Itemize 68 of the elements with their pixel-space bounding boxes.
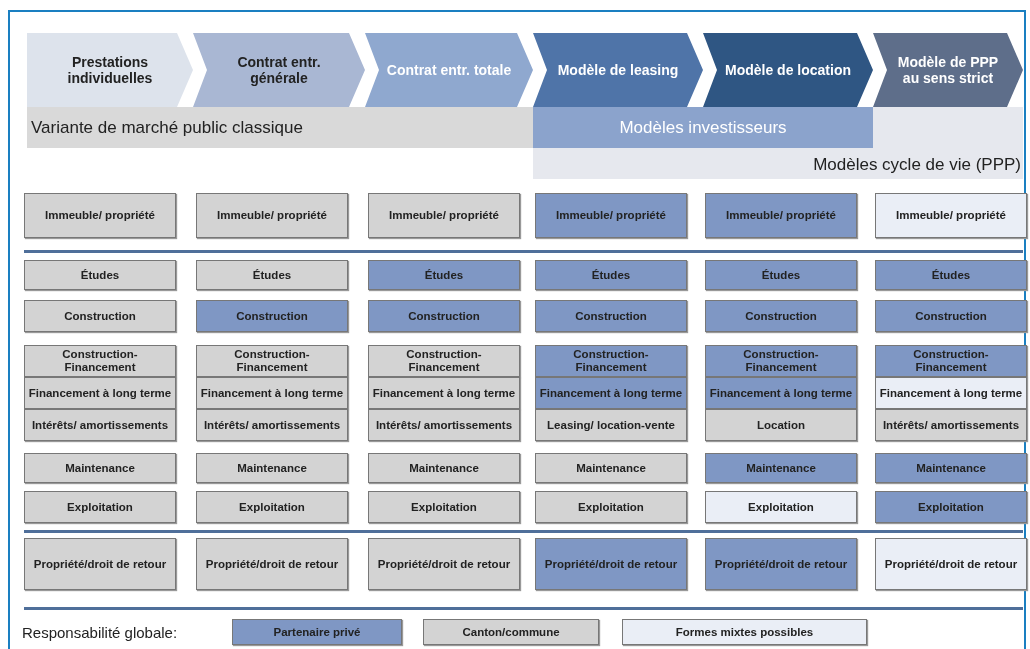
cell-box: Immeuble/ propriété [24, 193, 176, 238]
cell-box: Études [196, 260, 348, 290]
cell-box: Maintenance [875, 453, 1027, 483]
cell-box: Études [368, 260, 520, 290]
cell-box: Construction-Financement [705, 345, 857, 377]
cell-box: Études [535, 260, 687, 290]
cell-box: Études [875, 260, 1027, 290]
legend-key: Formes mixtes possibles [622, 619, 867, 645]
cell-box: Immeuble/ propriété [705, 193, 857, 238]
cell-box: Location [705, 409, 857, 441]
cell-box: Intérêts/ amortissements [24, 409, 176, 441]
cell-box: Construction [24, 300, 176, 332]
category-band: Modèles investisseurs [533, 107, 873, 148]
cell-box: Études [705, 260, 857, 290]
cell-box: Intérêts/ amortissements [196, 409, 348, 441]
cell-box: Maintenance [24, 453, 176, 483]
cell-box: Maintenance [705, 453, 857, 483]
step-header: Modèle de leasing [533, 33, 703, 107]
cell-box: Propriété/droit de retour [196, 538, 348, 590]
cell-box: Exploitation [196, 491, 348, 523]
cell-box: Construction [368, 300, 520, 332]
cell-box: Intérêts/ amortissements [875, 409, 1027, 441]
legend-key: Partenaire privé [232, 619, 402, 645]
cell-box: Immeuble/ propriété [535, 193, 687, 238]
cell-box: Propriété/droit de retour [368, 538, 520, 590]
step-header: Contrat entr. totale [365, 33, 533, 107]
cell-box: Immeuble/ propriété [875, 193, 1027, 238]
step-header: Modèle de PPP au sens strict [873, 33, 1023, 107]
cell-box: Construction-Financement [535, 345, 687, 377]
cell-box: Maintenance [196, 453, 348, 483]
cell-box: Construction [705, 300, 857, 332]
step-header: Contrat entr. générale [193, 33, 365, 107]
cell-box: Financement à long terme [875, 377, 1027, 409]
category-band [533, 107, 1023, 179]
cell-box: Construction-Financement [196, 345, 348, 377]
cell-box: Maintenance [368, 453, 520, 483]
cell-box: Construction [535, 300, 687, 332]
cell-box: Intérêts/ amortissements [368, 409, 520, 441]
cell-box: Immeuble/ propriété [196, 193, 348, 238]
legend-key: Canton/commune [423, 619, 599, 645]
cell-box: Exploitation [368, 491, 520, 523]
cell-box: Leasing/ location-vente [535, 409, 687, 441]
cell-box: Construction-Financement [875, 345, 1027, 377]
cell-box: Construction [196, 300, 348, 332]
cell-box: Financement à long terme [24, 377, 176, 409]
cell-box: Construction-Financement [368, 345, 520, 377]
cell-box: Immeuble/ propriété [368, 193, 520, 238]
cell-box: Financement à long terme [196, 377, 348, 409]
cell-box: Exploitation [24, 491, 176, 523]
cell-box: Études [24, 260, 176, 290]
cell-box: Construction-Financement [24, 345, 176, 377]
cell-box: Construction [875, 300, 1027, 332]
step-header: Prestations individuelles [27, 33, 193, 107]
cell-box: Exploitation [705, 491, 857, 523]
cell-box: Propriété/droit de retour [535, 538, 687, 590]
cell-box: Propriété/droit de retour [705, 538, 857, 590]
cell-box: Financement à long terme [368, 377, 520, 409]
cell-box: Exploitation [535, 491, 687, 523]
legend-title: Responsabilité globale: [22, 624, 178, 641]
cell-box: Financement à long terme [705, 377, 857, 409]
band-label: Modèles cycle de vie (PPP) [813, 155, 1021, 175]
cell-box: Financement à long terme [535, 377, 687, 409]
cell-box: Maintenance [535, 453, 687, 483]
step-header: Modèle de location [703, 33, 873, 107]
cell-box: Propriété/droit de retour [24, 538, 176, 590]
cell-box: Propriété/droit de retour [875, 538, 1027, 590]
cell-box: Exploitation [875, 491, 1027, 523]
category-band: Variante de marché public classique [27, 107, 533, 148]
